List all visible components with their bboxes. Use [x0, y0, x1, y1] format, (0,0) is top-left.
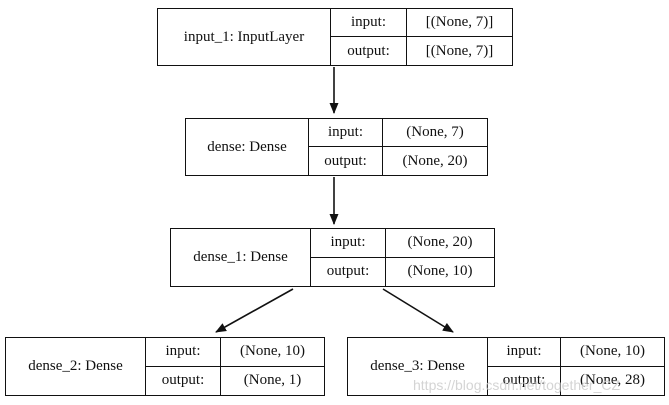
io-key-input: input: — [309, 119, 383, 147]
layer-node-dense: dense: Dense input: (None, 7) output: (N… — [185, 118, 488, 176]
edge-dense1-to-dense2 — [215, 288, 294, 333]
io-key-output: output: — [146, 366, 221, 395]
io-key-output: output: — [311, 257, 386, 286]
layer-name: dense_2: Dense — [6, 338, 146, 395]
io-key-input: input: — [311, 229, 386, 258]
io-value-output: (None, 28) — [580, 372, 645, 389]
io-value-input: [(None, 7)] — [407, 9, 512, 37]
io-value-input: (None, 20) — [386, 229, 494, 258]
io-key-input: input: — [331, 9, 407, 37]
io-value-output: [(None, 7)] — [425, 42, 494, 59]
io-value-output: (None, 1) — [243, 372, 302, 389]
layer-name: input_1: InputLayer — [158, 9, 331, 65]
io-key-output: output: — [331, 37, 407, 65]
io-key-output: output: — [309, 147, 383, 175]
layer-name: dense_1: Dense — [171, 229, 311, 286]
layer-node-dense-3: dense_3: Dense input: (None, 10) output:… — [347, 337, 665, 396]
layer-name: dense_3: Dense — [348, 338, 488, 395]
layer-node-input-1: input_1: InputLayer input: [(None, 7)] o… — [157, 8, 513, 66]
io-key-input: input: — [146, 338, 221, 367]
io-value-input: (None, 7) — [383, 119, 487, 147]
io-value-output: (None, 20) — [402, 152, 468, 169]
layer-node-dense-2: dense_2: Dense input: (None, 10) output:… — [5, 337, 325, 396]
io-key-input: input: — [488, 338, 561, 367]
edge-dense1-to-dense3 — [382, 288, 454, 333]
io-value-input: (None, 10) — [221, 338, 324, 367]
layer-node-dense-1: dense_1: Dense input: (None, 20) output:… — [170, 228, 495, 287]
io-value-input: (None, 10) — [561, 338, 664, 367]
io-value-output: (None, 10) — [407, 263, 473, 280]
layer-name: dense: Dense — [186, 119, 309, 175]
io-key-output: output: — [488, 366, 561, 395]
